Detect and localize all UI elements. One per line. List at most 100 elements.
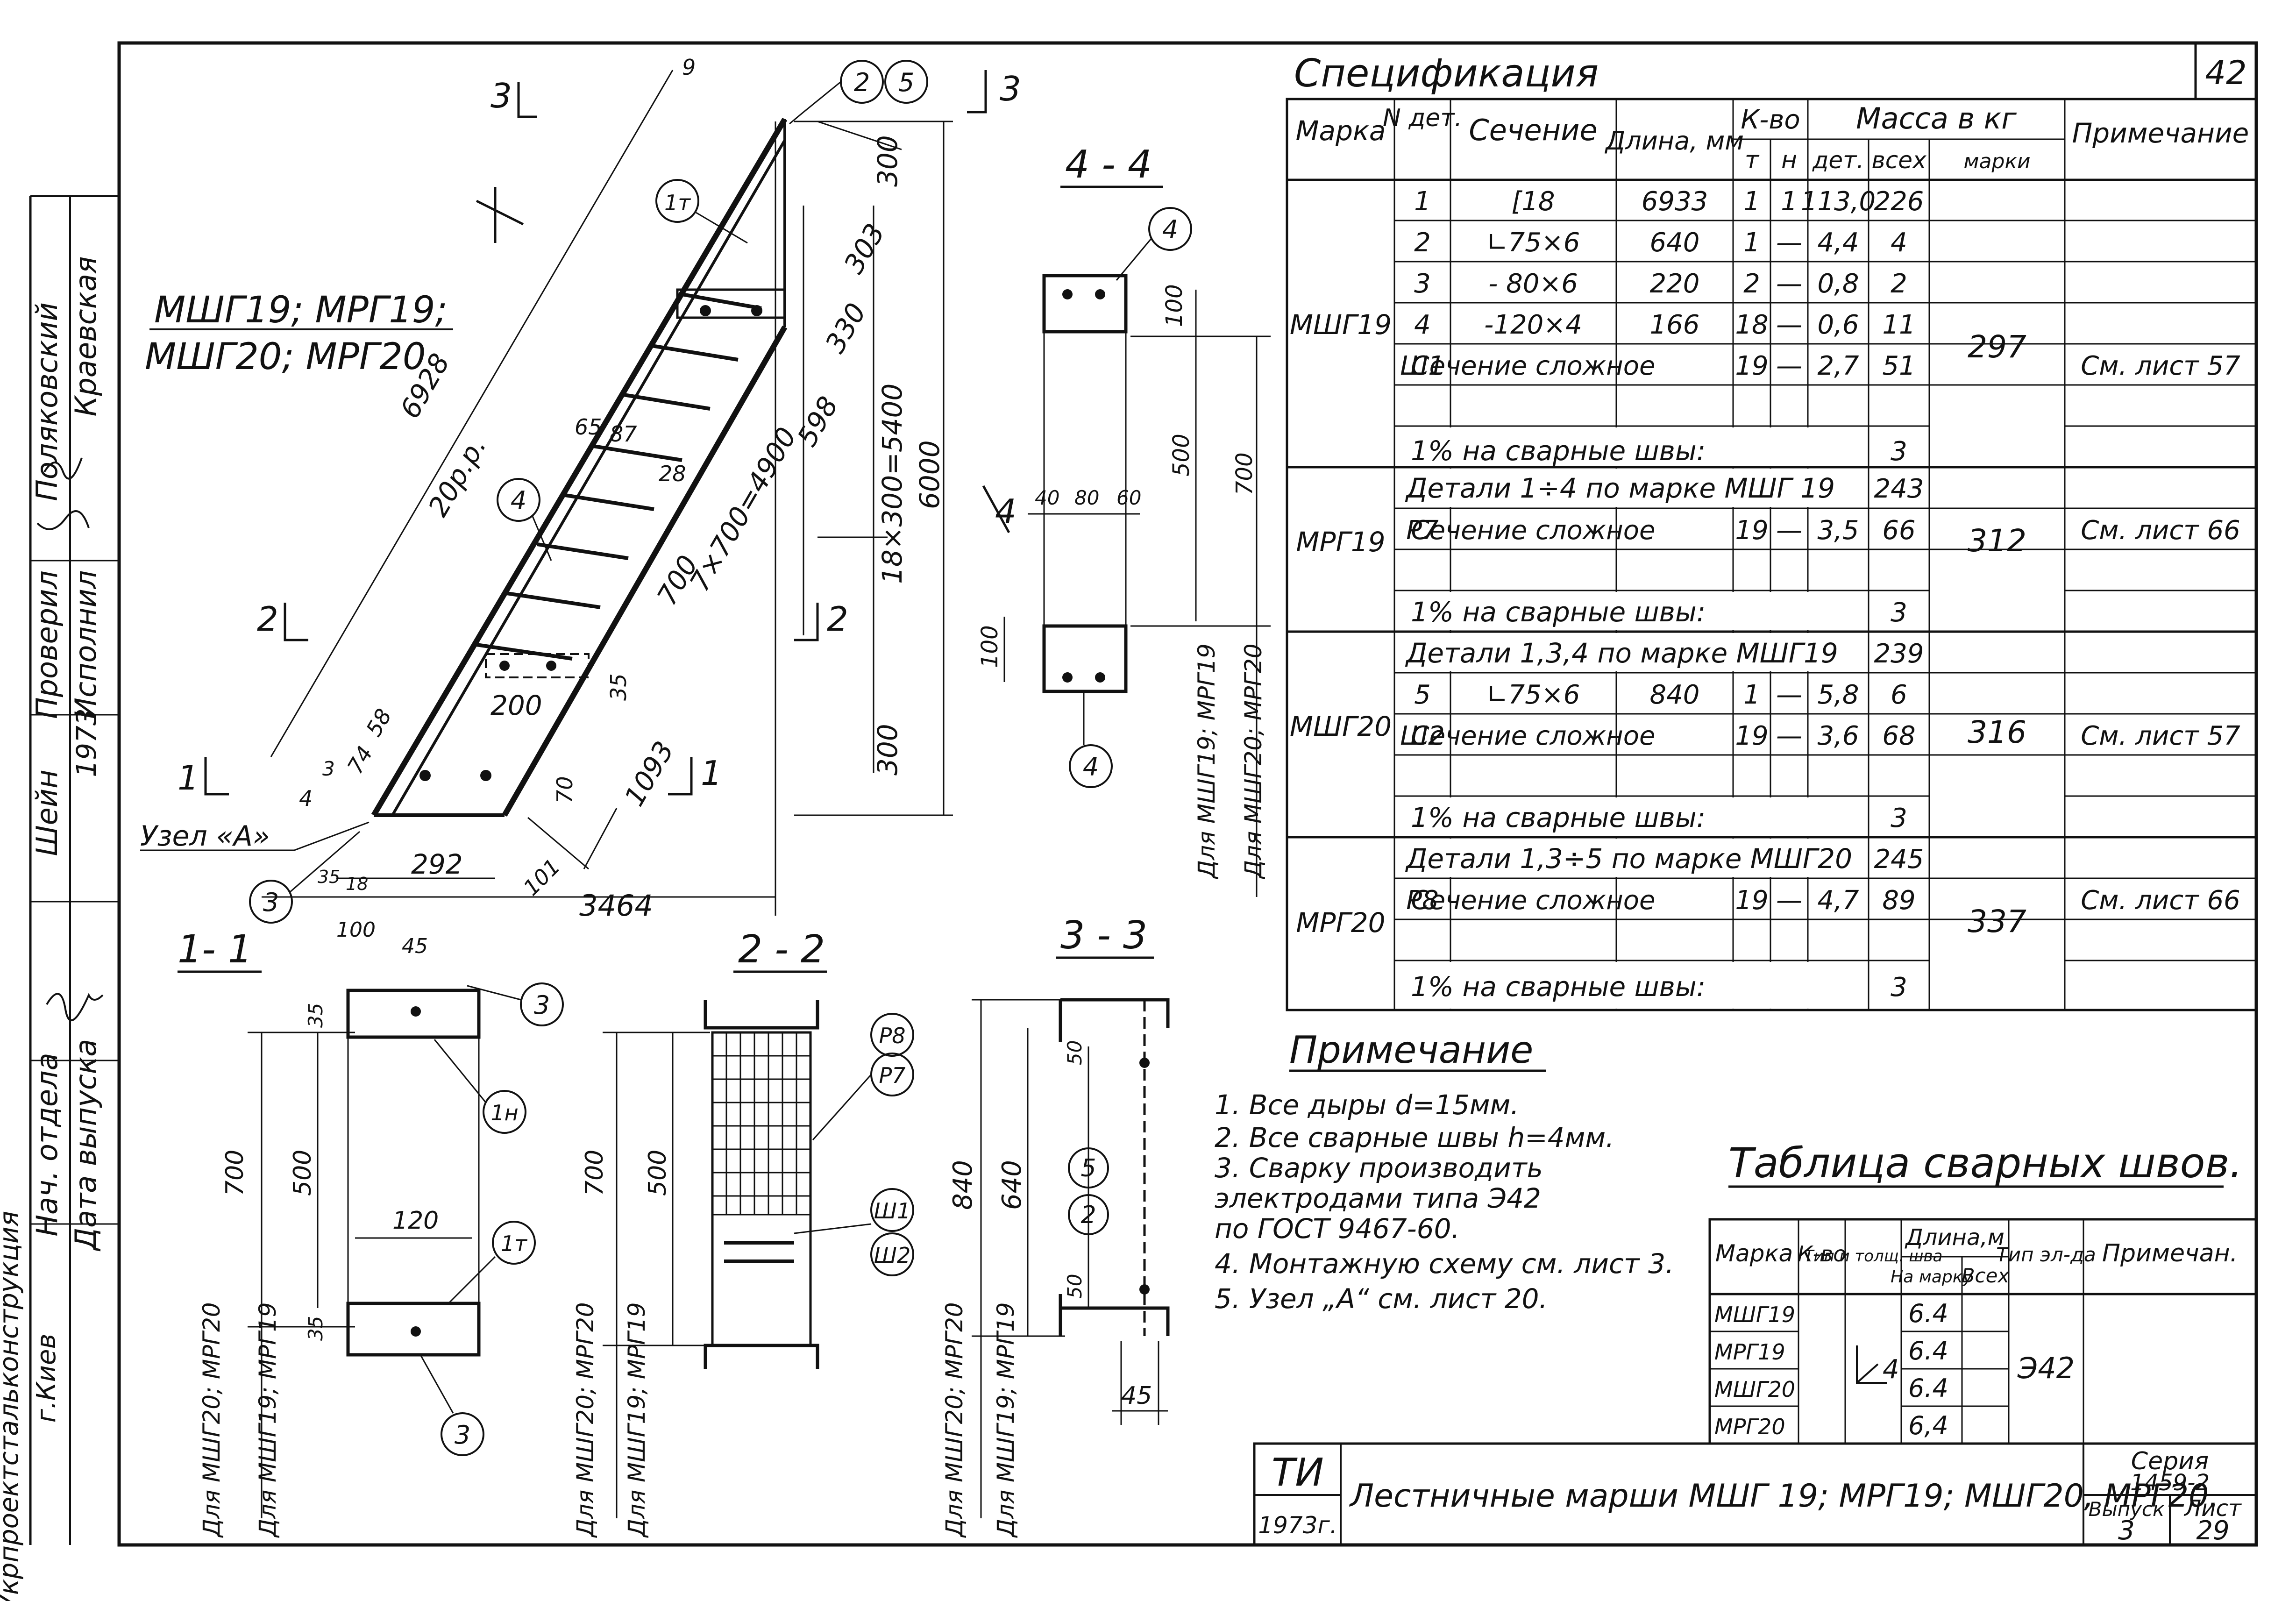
note-line-7: 5. Узел „А“ см. лист 20. [1215,1283,1548,1315]
stamp-role-head: Нач. отдела [30,1053,64,1236]
weld-hdr-len-all: Всех [1962,1264,2010,1287]
note-line-5: по ГОСТ 9467-60. [1215,1213,1460,1245]
spec-cell: 0,8 [1817,269,1859,299]
sec11-note-1: Для МШГ20; МРГ20 [198,1302,225,1538]
note-line-2: 2. Все сварные швы h=4мм. [1215,1122,1614,1153]
hdr-mass: Масса в кг [1856,101,2017,135]
spec-cell: 3 [1414,269,1431,299]
spec-cell: 6 [1891,680,1907,710]
mid-plate [485,653,590,678]
dim-65: 65 [575,414,602,440]
sec22-callout-p7: Р7 [879,1063,905,1088]
spec-mark-4: МРГ20 [1296,907,1385,939]
note-line-3: 3. Сварку производить [1215,1152,1543,1184]
weld-hdr-note: Примечан. [2102,1239,2238,1267]
dim-100: 100 [336,918,376,942]
weld-row-mark: МРГ20 [1714,1414,1785,1439]
spec-cell: Сечение сложное [1411,515,1656,546]
dim-292: 292 [411,848,463,880]
spec-cell: ∟75×6 [1486,228,1580,258]
elevation-title-2: МШГ20; МРГ20 [145,336,426,378]
spec-cell: — [1776,721,1802,751]
hdr-note: Примечание [2072,117,2249,149]
stamp-name-2: Краевская [69,256,103,417]
hdr-qty-n: н [1781,146,1797,174]
dim-18x300: 18×300=5400 [876,384,908,584]
weld-row-mark: МШГ20 [1714,1377,1795,1402]
top-plate [676,288,786,319]
sec44-dim-80: 80 [1074,486,1099,509]
dim-9: 9 [682,55,696,80]
spec-cell: 6933 [1642,186,1708,217]
sec11-dim-500: 500 [289,1150,317,1196]
spec-cell: 226 [1874,186,1924,217]
spec-cell: 3,6 [1817,721,1859,751]
sec33-dim-45: 45 [1121,1382,1152,1410]
spec-cell: 0,6 [1817,310,1859,340]
dim-58: 58 [361,704,397,741]
spec-cell: 3,5 [1817,515,1859,546]
hdr-no: N дет. [1383,104,1462,132]
callout-4: 4 [511,486,526,515]
dim-200: 200 [490,690,542,721]
signature-1 [36,457,90,530]
weld-table-title: Таблица сварных швов. [1728,1139,2242,1187]
spec-weld-mass-1: 3 [1891,436,1907,467]
hdr-qty-t: т [1745,146,1760,174]
sec44-dim-40: 40 [1035,486,1059,509]
sheet-label: Лист [2183,1495,2242,1522]
treads [476,292,762,661]
spec-group-header-3: Детали 1,3,4 по марке МШГ19 [1405,637,1838,669]
spec-cell: 220 [1650,269,1700,299]
callout-5: 5 [898,68,914,97]
dim-4: 4 [299,786,313,811]
sec33-dim-50b: 50 [1063,1274,1086,1299]
stringer-bottom [502,326,788,817]
weld-hdr-qty: К-во [1798,1241,1847,1267]
spec-cell: — [1776,351,1802,381]
notes-title: Примечание [1289,1028,1533,1072]
sec44-dim-500: 500 [1168,434,1194,477]
section-1-1-bottom-channel [346,1302,481,1357]
stamp-role-executed: Исполнил [69,570,103,719]
spec-weld-1: 1% на сварные швы: [1411,435,1706,467]
dim-74: 74 [342,742,378,778]
sec22-dim-700: 700 [581,1150,609,1196]
stamp-year: 1973 [71,708,102,777]
spec-title: Спецификация [1294,51,1599,96]
spec-cell: Сечение сложное [1411,721,1656,751]
weld-row-len: 6,4 [1908,1411,1948,1440]
sec22-bottom-profile [704,1344,819,1369]
stringer-inner [391,139,786,816]
title-year: 1973г. [1258,1512,1337,1539]
spec-cell: 4,4 [1817,228,1859,258]
dim-303: 303 [838,218,891,279]
dim-1093: 1093 [618,736,680,811]
sec22-callout-p8: Р8 [879,1023,905,1048]
weld-hdr-length: Длина,м [1905,1224,2005,1251]
spec-cell: 2 [1891,269,1907,299]
dim-6000: 6000 [914,440,945,509]
spec-weld-mass-4: 3 [1891,972,1907,1003]
elevation-title-1: МШГ19; МРГ19; [154,289,448,331]
issue-label: Выпуск [2089,1498,2165,1521]
spec-cell: 51 [1882,351,1915,381]
section-1-left: 1 [178,758,199,797]
spec-cell: 4 [1891,228,1907,258]
section-markers: 3 3 2 2 1 1 4 [178,69,1021,797]
section-4-4: 4 - 4 100 500 700 40 80 60 100 4 [977,142,1271,897]
stamp-name-3: Шейн [30,769,64,856]
title-block: ТИ 1973г. Лестничные марши МШГ 19; МРГ19… [1253,1442,2258,1546]
stamp-role-checked: Проверил [30,570,64,719]
weld-type-value: 4 [1883,1354,1899,1385]
spec-cell: 19 [1735,885,1768,916]
stamp-city: г.Киев [31,1334,62,1423]
spec-cell: Ш1 [1400,351,1445,381]
sec33-dim-50a: 50 [1063,1040,1086,1065]
weld-row-len: 6.4 [1908,1336,1948,1366]
sec44-dim-700: 700 [1231,452,1258,495]
spec-group-header-4: Детали 1,3÷5 по марке МШГ20 [1405,843,1852,875]
sec11-dim-120: 120 [392,1207,439,1235]
elevation-callouts: 2 5 1т 4 3 [249,60,928,924]
sec33-dim-640: 640 [997,1160,1027,1210]
